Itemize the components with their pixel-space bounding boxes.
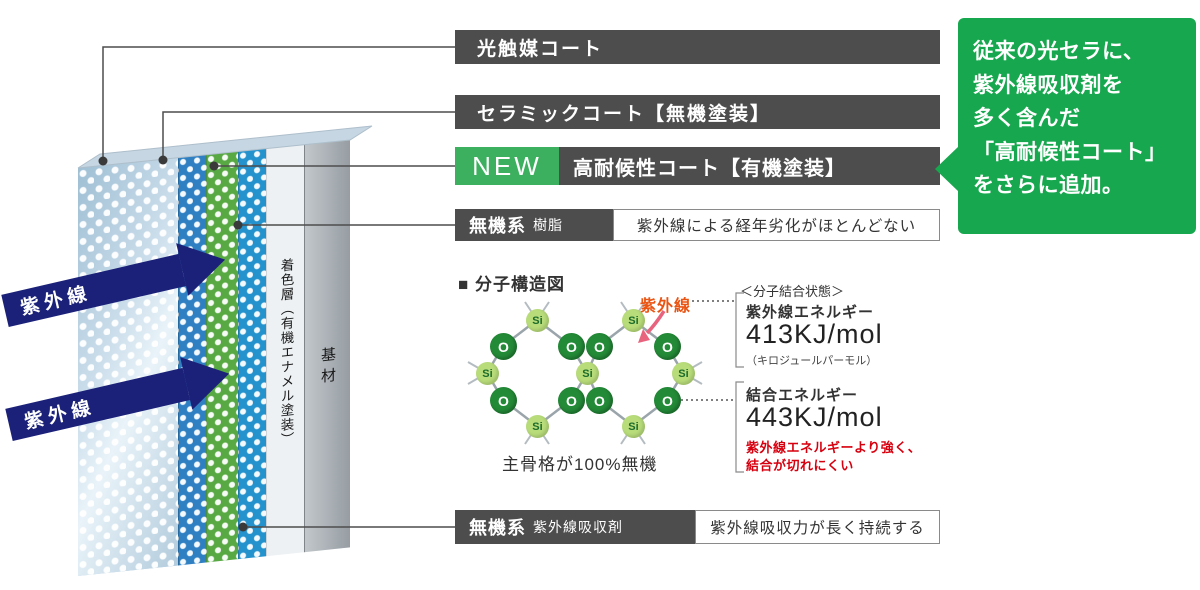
- uv-energy-unit: （キロジュールパーモル）: [746, 355, 878, 367]
- molecule-section-title: ■ 分子構造図: [458, 275, 565, 294]
- oxygen-atom: O: [654, 387, 681, 414]
- resin-category-box: 無機系 樹脂: [455, 209, 613, 241]
- bubble-line-2: 紫外線吸収剤を: [973, 73, 1124, 97]
- callout-weather-coat: NEW 高耐候性コート【有機塗装】: [455, 147, 940, 185]
- bond-strength-note-1: 紫外線エネルギーより強く、: [746, 440, 922, 455]
- absorber-description: 紫外線吸収力が長く持続する: [695, 510, 940, 544]
- layer-base-material: 基材: [304, 139, 350, 553]
- bubble-line-5: をさらに追加。: [973, 174, 1124, 198]
- resin-description: 紫外線による経年劣化がほとんどない: [613, 209, 940, 241]
- new-badge: NEW: [455, 147, 559, 185]
- uv-arrow-2-label: 紫外線: [22, 396, 98, 433]
- bond-energy-label: 結合エネルギー: [746, 387, 859, 404]
- resin-label: 樹脂: [533, 217, 563, 233]
- callout-ceramic-coat: セラミックコート【無機塗装】: [455, 95, 940, 129]
- annotation-bubble: 従来の光セラに、 紫外線吸収剤を 多く含んだ 「高耐候性コート」 をさらに追加。: [935, 18, 1196, 234]
- silicon-atom: Si: [622, 415, 645, 438]
- bubble-line-1: 従来の光セラに、: [973, 40, 1145, 63]
- bubble-line-3: 多く含んだ: [973, 107, 1081, 131]
- layer-uv-absorber: [238, 148, 266, 560]
- layer-colored-enamel: 着色層（有機エナメル塗装）: [266, 144, 304, 557]
- info-brackets: [735, 292, 744, 473]
- absorber-label: 紫外線吸収剤: [533, 519, 623, 535]
- oxygen-atom: O: [654, 333, 681, 360]
- silicon-atom: Si: [526, 415, 549, 438]
- bond-state-header: ＜分子結合状態＞: [740, 284, 845, 299]
- oxygen-atom: O: [586, 387, 613, 414]
- callout-photocatalyst: 光触媒コート: [455, 30, 940, 64]
- bubble-tail-icon: [935, 146, 959, 192]
- colored-layer-label: 着色層（有機エナメル塗装）: [278, 257, 294, 448]
- uv-hit-label: 紫外線: [640, 298, 692, 315]
- bond-strength-note-2: 結合が切れにくい: [746, 458, 854, 473]
- weather-coat-label: 高耐候性コート【有機塗装】: [559, 147, 940, 185]
- resin-category: 無機系: [469, 216, 526, 236]
- oxygen-atom: O: [558, 387, 585, 414]
- oxygen-atom: O: [490, 333, 517, 360]
- oxygen-atom: O: [558, 333, 585, 360]
- silicon-atom: Si: [672, 362, 695, 385]
- silicon-atom: Si: [622, 309, 645, 332]
- uv-energy-label: 紫外線エネルギー: [746, 304, 875, 321]
- base-layer-label: 基材: [319, 345, 336, 390]
- callout-absorber: 無機系 紫外線吸収剤 紫外線吸収力が長く持続する: [455, 510, 940, 544]
- uv-arrow-1-label: 紫外線: [18, 282, 94, 319]
- silicon-atom: Si: [476, 362, 499, 385]
- oxygen-atom: O: [490, 387, 517, 414]
- molecule-caption: 主骨格が100%無機: [502, 455, 658, 474]
- silicon-atom: Si: [576, 362, 599, 385]
- oxygen-atom: O: [586, 333, 613, 360]
- absorber-category: 無機系: [469, 518, 526, 538]
- bond-energy-value: 443KJ/mol: [746, 402, 883, 432]
- absorber-category-box: 無機系 紫外線吸収剤: [455, 510, 695, 544]
- bubble-line-4: 「高耐候性コート」: [973, 140, 1167, 164]
- uv-energy-value: 413KJ/mol: [746, 319, 883, 349]
- silicon-atom: Si: [526, 309, 549, 332]
- callout-resin: 無機系 樹脂 紫外線による経年劣化がほとんどない: [455, 209, 940, 241]
